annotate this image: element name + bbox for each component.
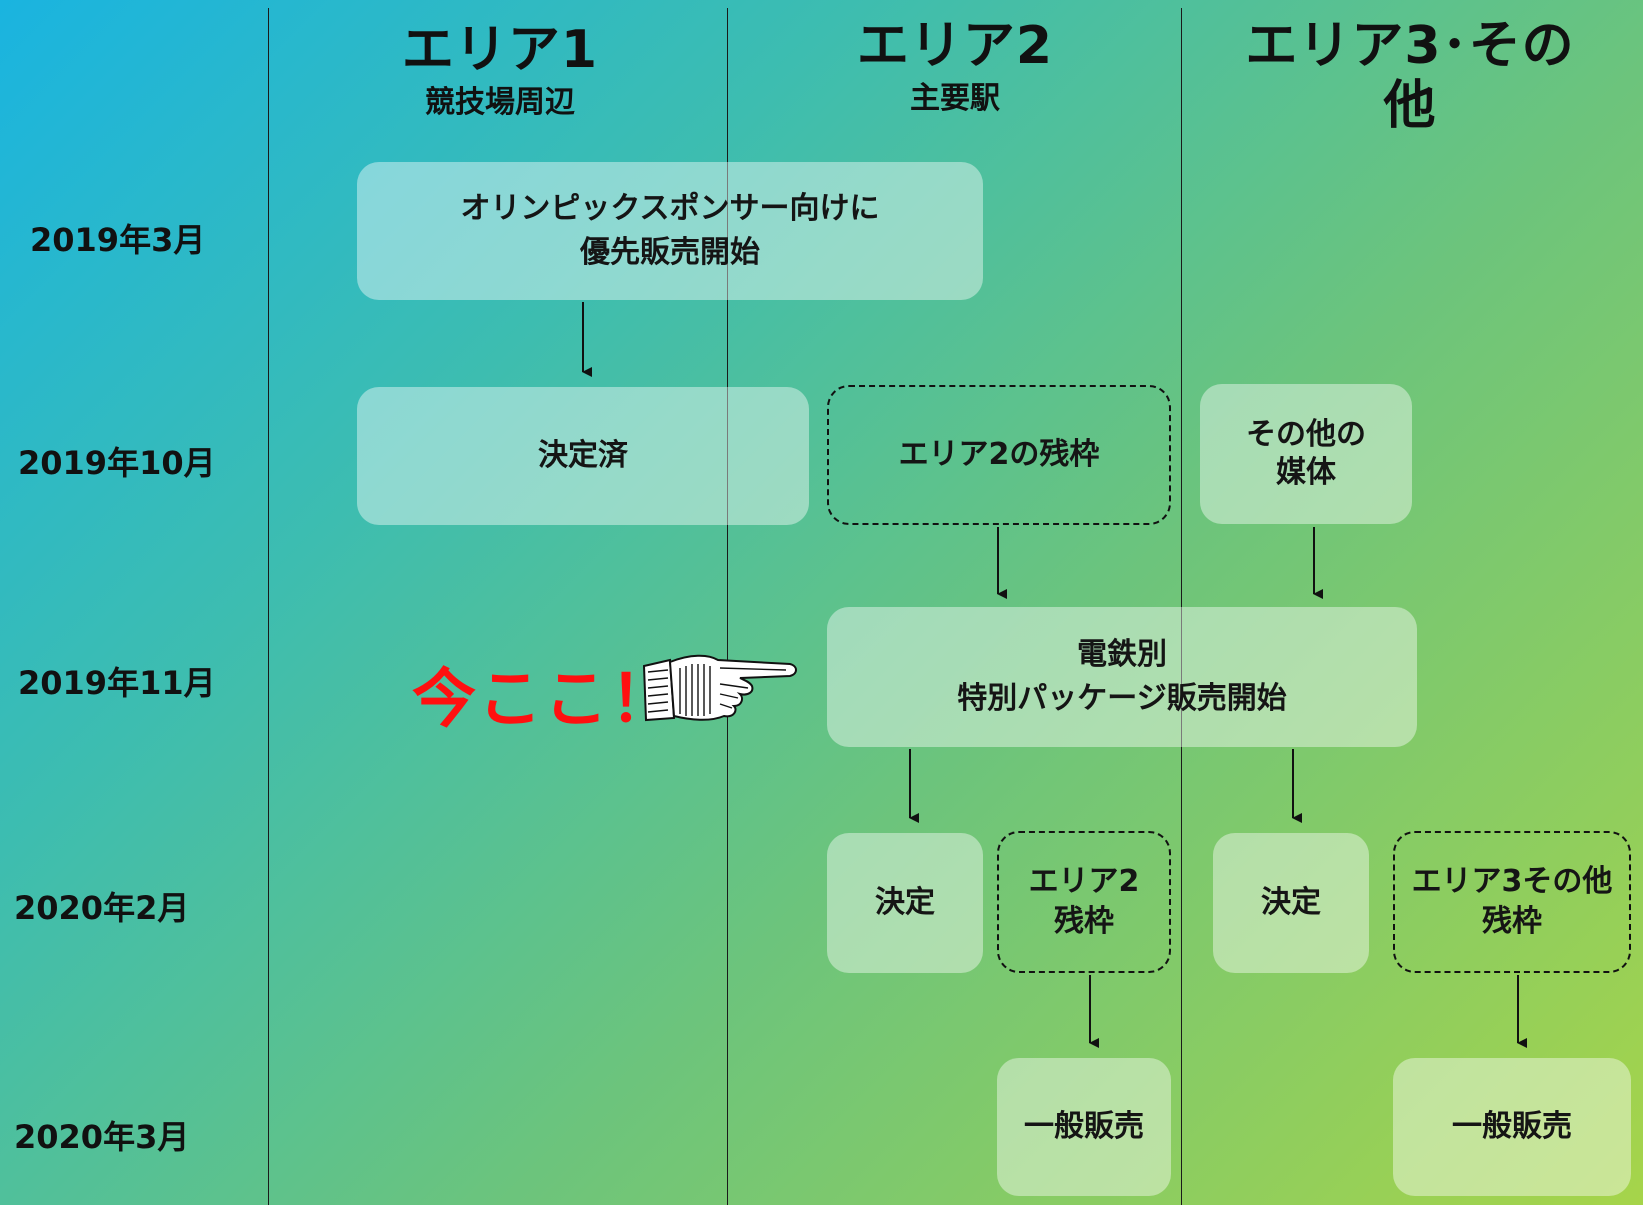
area2-remaining-slots-box: エリア2 残枠 <box>997 831 1171 973</box>
divider-line <box>268 8 269 1205</box>
date-label: 2019年3月 <box>30 221 206 259</box>
box-text: エリア3その他 <box>1411 864 1613 899</box>
date-label: 2020年3月 <box>14 1118 190 1156</box>
area2-remaining-box: エリア2の残枠 <box>827 385 1171 525</box>
column-subtitle: 競技場周辺 <box>425 85 575 120</box>
box-text: 特別パッケージ販売開始 <box>957 681 1287 716</box>
box-text: 決定 <box>875 885 935 920</box>
sponsor-priority-sale-box: オリンピックスポンサー向けに 優先販売開始 <box>357 162 983 300</box>
divider-line <box>1181 8 1182 1205</box>
box-text: エリア2の残枠 <box>898 437 1100 472</box>
box-text: 電鉄別 <box>1077 637 1167 672</box>
column-subtitle: 主要駅 <box>910 81 1000 116</box>
area3-decision-box: 決定 <box>1213 833 1369 973</box>
column-header-area3: エリア3･その他 <box>1230 16 1590 136</box>
column-header-area2: エリア2 主要駅 <box>825 16 1085 118</box>
box-text: 決定 <box>1261 885 1321 920</box>
box-text: 決定済 <box>538 438 628 473</box>
area3-general-sale-box: 一般販売 <box>1393 1058 1631 1196</box>
column-header-area1: エリア1 競技場周辺 <box>370 20 630 122</box>
divider-line <box>727 8 728 1205</box>
box-text: 残枠 <box>1054 904 1114 939</box>
column-title: エリア1 <box>401 20 599 80</box>
area2-decision-box: 決定 <box>827 833 983 973</box>
date-label: 2019年10月 <box>18 444 216 482</box>
area3-remaining-slots-box: エリア3その他 残枠 <box>1393 831 1631 973</box>
date-label: 2019年11月 <box>18 664 216 702</box>
box-text: 媒体 <box>1276 455 1336 490</box>
current-position-label: 今ここ！ <box>412 663 676 737</box>
column-title: エリア3･その他 <box>1245 16 1575 136</box>
column-title: エリア2 <box>856 16 1054 76</box>
box-text: その他の <box>1246 417 1366 452</box>
area1-decided-box: 決定済 <box>357 387 809 525</box>
box-text: 残枠 <box>1482 904 1542 939</box>
railway-package-sale-box: 電鉄別 特別パッケージ販売開始 <box>827 607 1417 747</box>
area2-general-sale-box: 一般販売 <box>997 1058 1171 1196</box>
box-text: 一般販売 <box>1024 1109 1144 1144</box>
pointing-hand-icon <box>642 654 797 722</box>
box-text: 一般販売 <box>1452 1109 1572 1144</box>
box-text: エリア2 <box>1028 864 1140 899</box>
box-text: オリンピックスポンサー向けに <box>460 191 880 226</box>
date-label: 2020年2月 <box>14 889 190 927</box>
other-media-box: その他の 媒体 <box>1200 384 1412 524</box>
box-text: 優先販売開始 <box>580 235 760 270</box>
